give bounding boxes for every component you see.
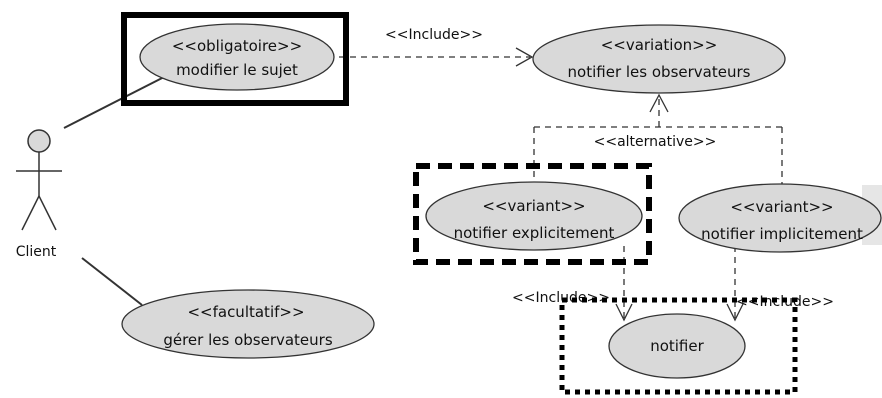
usecase-ellipse: [532, 24, 786, 94]
usecase-stereotype: <<facultatif>>: [187, 303, 304, 321]
usecase-notifier-les-observateurs: <<variation>> notifier les observateurs: [532, 24, 786, 94]
usecase-stereotype: <<variation>>: [601, 36, 718, 54]
usecase-stereotype: <<variant>>: [730, 198, 833, 216]
usecase-name: gérer les observateurs: [163, 331, 332, 349]
actor-right-leg: [38, 195, 57, 231]
usecase-name: notifier: [650, 337, 704, 355]
highlight-box-dashed: [413, 163, 652, 265]
usecase-notifier: notifier: [608, 313, 746, 379]
usecase-ellipse: [425, 181, 643, 251]
association-gerer: [81, 257, 143, 306]
include-top-label: <<Include>>: [385, 27, 483, 43]
usecase-stereotype: <<variant>>: [482, 197, 585, 215]
usecase-ellipse: [678, 183, 882, 253]
actor-client: Client: [16, 129, 62, 260]
usecase-notifier-explicitement: <<variant>> notifier explicitement: [425, 181, 643, 251]
usecase-modifier-le-sujet: <<obligatoire>> modifier le sujet: [139, 23, 335, 91]
association-modifier: [63, 73, 171, 129]
actor-label: Client: [16, 244, 57, 260]
usecase-ellipse: [121, 289, 375, 359]
usecase-name: modifier le sujet: [176, 61, 298, 79]
actor-left-leg: [21, 195, 40, 231]
alternative-label: <<alternative>>: [594, 134, 717, 150]
highlight-box-dotted: [559, 297, 798, 395]
usecase-name: notifier les observateurs: [568, 63, 751, 81]
include-right-arrowhead: [726, 303, 744, 322]
actor-head: [27, 129, 51, 153]
usecase-name: notifier implicitement: [701, 225, 863, 243]
usecase-stereotype: <<obligatoire>>: [172, 37, 302, 55]
usecase-name: notifier explicitement: [454, 224, 615, 242]
highlight-box-solid: [121, 12, 349, 106]
usecase-ellipse: [608, 313, 746, 379]
include-top-arrowhead: [515, 47, 534, 67]
alternative-arrowhead: [649, 93, 669, 113]
usecase-gerer-les-observateurs: <<facultatif>> gérer les observateurs: [121, 289, 375, 359]
include-left-arrowhead: [615, 303, 633, 322]
usecase-ellipse: [139, 23, 335, 91]
usecase-notifier-implicitement: <<variant>> notifier implicitement: [678, 183, 882, 253]
